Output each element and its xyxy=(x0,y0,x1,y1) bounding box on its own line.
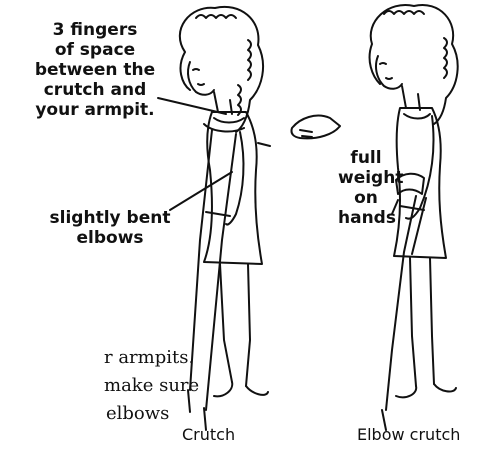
armpit-space-label: 3 fingers of space between the crutch an… xyxy=(24,20,166,120)
elbows-label: slightly bent elbows xyxy=(40,208,180,248)
weight-label: full weight on hands xyxy=(338,148,394,228)
body-text-line-1: r armpits. xyxy=(104,344,194,372)
elbow-crutch-caption: Elbow crutch xyxy=(357,425,460,444)
body-text-line-2: make sure xyxy=(104,372,199,400)
crutch-caption: Crutch xyxy=(182,425,235,444)
body-text-line-3: elbows xyxy=(106,400,169,428)
